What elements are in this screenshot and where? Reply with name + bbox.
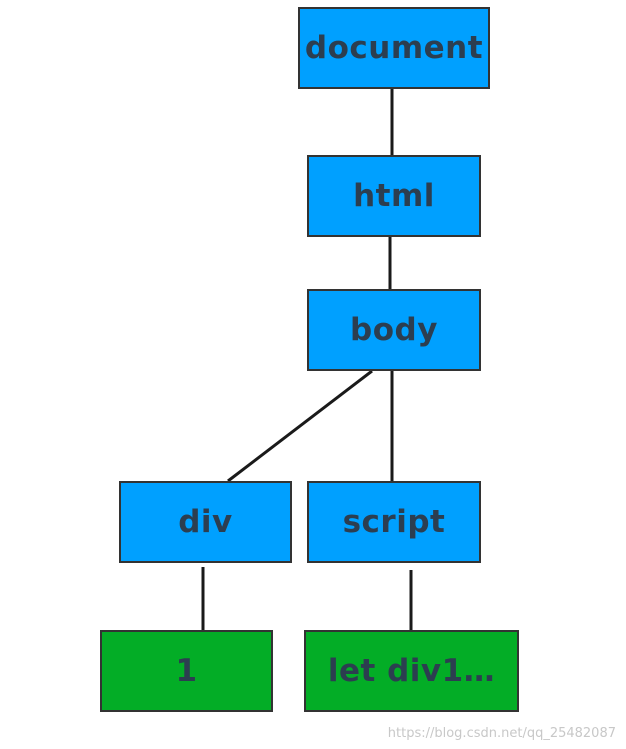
node-body: body: [307, 289, 481, 371]
node-div-text: 1: [100, 630, 273, 712]
node-script: script: [307, 481, 481, 563]
node-div: div: [119, 481, 292, 563]
edge-body-div: [227, 369, 373, 483]
watermark: https://blog.csdn.net/qq_25482087: [387, 726, 616, 741]
node-html: html: [307, 155, 481, 237]
node-script-text: let div1…: [304, 630, 519, 712]
node-document: document: [298, 7, 490, 89]
